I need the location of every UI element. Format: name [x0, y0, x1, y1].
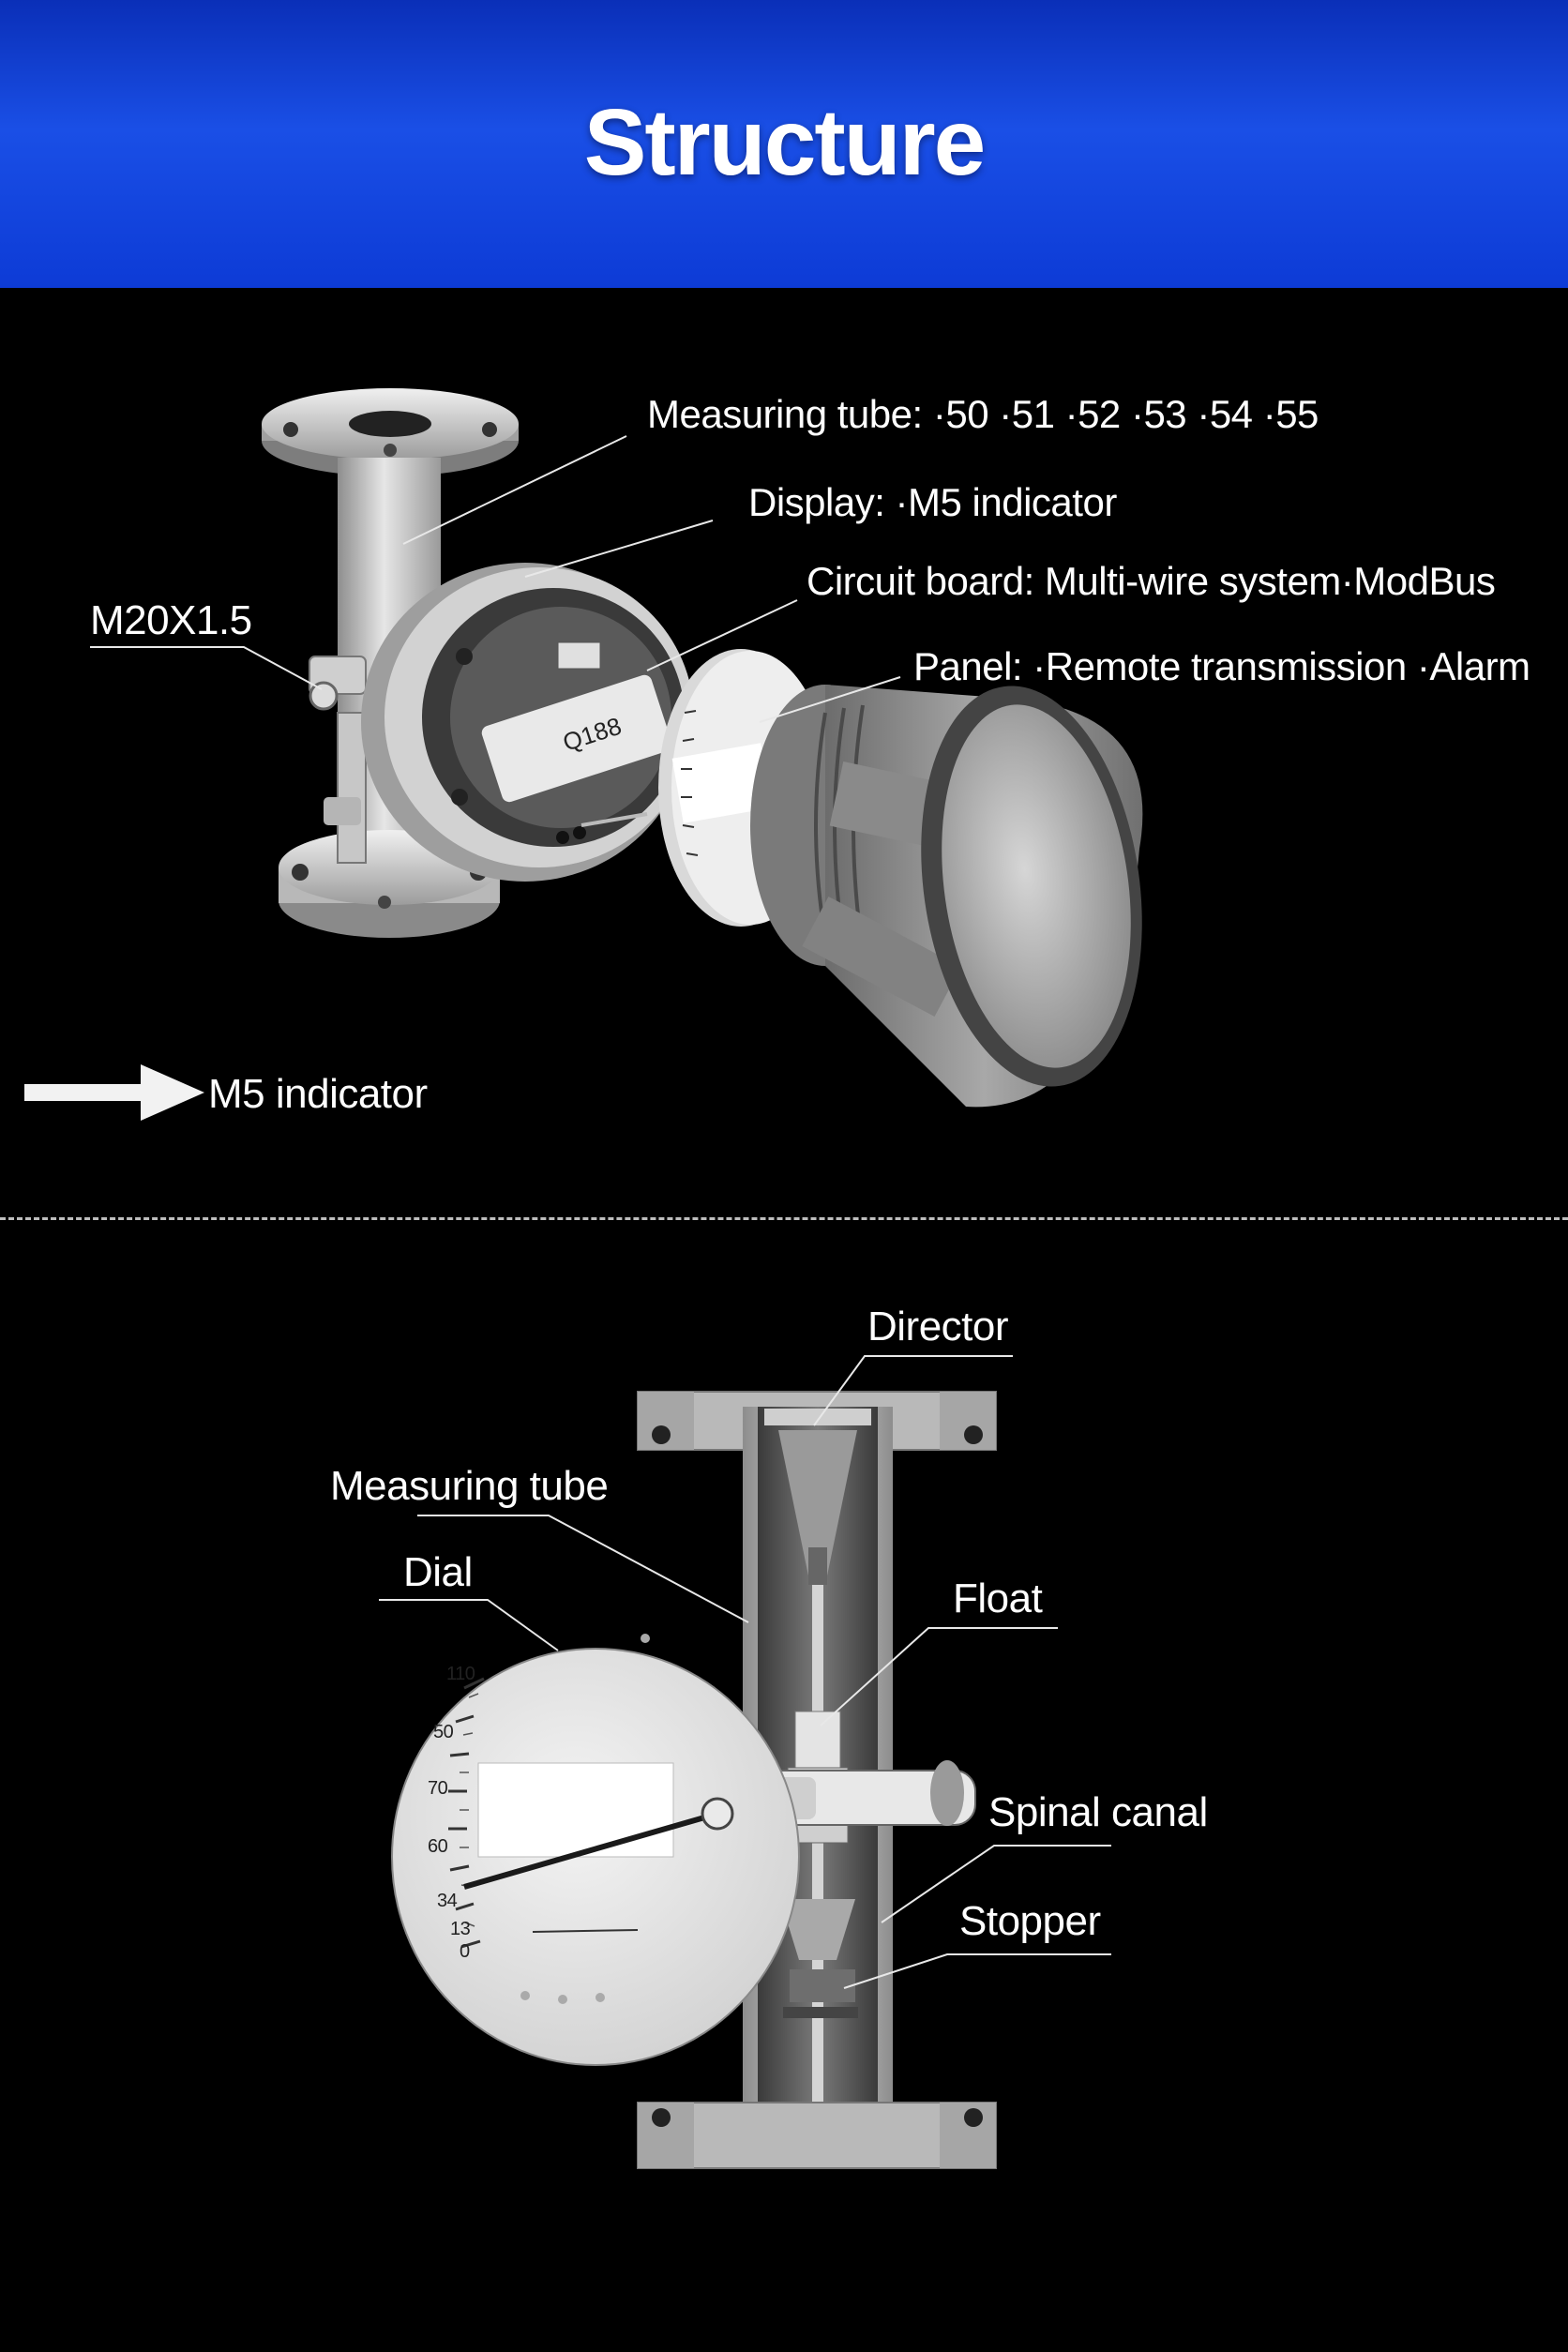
dial-scale-50: 50: [433, 1722, 454, 1742]
dial-scale-110: 110: [446, 1664, 475, 1684]
arrow-icon: [24, 1064, 204, 1121]
top-flange: [262, 388, 519, 476]
callout-stopper: Stopper: [959, 1898, 1101, 1944]
dial-scale-34: 34: [437, 1891, 458, 1911]
dial-scale-60: 60: [428, 1836, 448, 1857]
section-bottom-flange: [637, 2102, 997, 2169]
dial-scale-70: 70: [428, 1778, 448, 1799]
exploded-view-illustration: Q188: [24, 388, 1143, 1121]
callout-display: Display: ·M5 indicator: [748, 480, 1117, 524]
callout-circuit-board: Circuit board: Multi-wire system·ModBus: [807, 559, 1496, 603]
callout-panel: Panel: ·Remote transmission ·Alarm: [913, 644, 1530, 688]
callout-dial: Dial: [403, 1549, 473, 1595]
dial-scale-13: 13: [450, 1919, 471, 1939]
section-divider: [0, 1217, 1568, 1220]
header-banner: Structure: [0, 0, 1568, 288]
arrow-label: M5 indicator: [208, 1071, 428, 1117]
callout-measuring-tube-section: Measuring tube: [330, 1463, 609, 1509]
cable-gland: [309, 656, 367, 864]
callout-float: Float: [953, 1576, 1043, 1621]
stopper-part: [780, 1899, 858, 2018]
housing: Q188: [361, 563, 694, 882]
page-title: Structure: [583, 90, 987, 195]
callout-measuring-tube: Measuring tube: ·50 ·51 ·52 ·53 ·54 ·55: [647, 392, 1319, 436]
director-part: [764, 1409, 871, 1585]
cover-cap: [750, 685, 1143, 1108]
dial-scale-0: 0: [460, 1941, 470, 1962]
callout-director: Director: [867, 1304, 1009, 1349]
callout-thread: M20X1.5: [90, 597, 252, 643]
dial-face: [391, 1634, 800, 2066]
callout-spinal-canal: Spinal canal: [988, 1789, 1208, 1835]
